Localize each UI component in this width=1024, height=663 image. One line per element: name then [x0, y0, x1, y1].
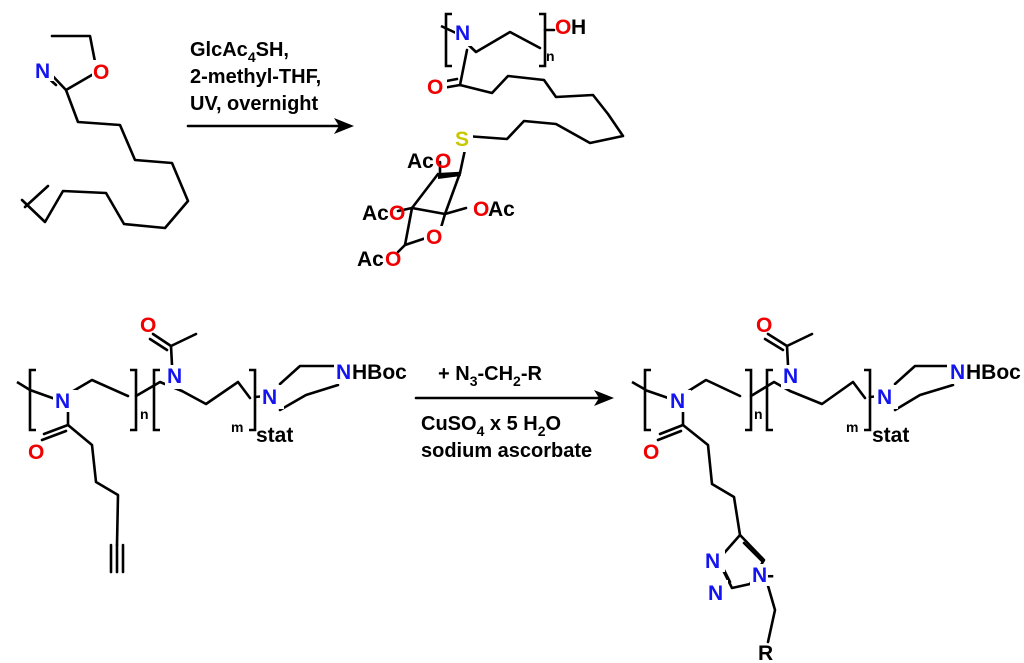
repeat-n-label: n	[754, 406, 763, 422]
azide-reagent-label: + N3-CH2-R	[438, 363, 542, 389]
ring-oxygen-label: O	[93, 61, 109, 84]
acetyl-oxygen-label: O	[756, 314, 772, 337]
repeat-n-label: n	[546, 48, 555, 64]
conditions-label: UV, overnight	[190, 93, 319, 115]
glycopolymer-product: N n O H O S Ac O Ac O O O Ac Ac O	[357, 12, 625, 271]
piperazine-n-label: N	[877, 386, 892, 409]
backbone-n-label-1: N	[55, 390, 70, 413]
acetoxy-oxygen-4: O	[385, 248, 401, 271]
ring-oxygen-label: O	[426, 226, 442, 249]
nhboc-label: HBoc	[966, 361, 1021, 384]
ring-nitrogen-label: N	[35, 60, 50, 83]
copper-sulfate-label: CuSO4 x 5 H2O	[421, 413, 561, 439]
stat-label: stat	[256, 424, 293, 447]
nhboc-label: HBoc	[352, 361, 407, 384]
nhboc-n-label: N	[950, 361, 965, 384]
piperazine-n-label: N	[262, 386, 277, 409]
repeat-m-label: m	[231, 419, 243, 435]
polymer-nitrogen-label: N	[455, 22, 470, 45]
acetoxy-oxygen-3: O	[473, 198, 489, 221]
oxazoline-starting-material: O N	[20, 34, 190, 230]
stat-label: stat	[872, 424, 909, 447]
reductant-label: sodium ascorbate	[421, 440, 592, 462]
triazole-n-label-3: N-	[752, 564, 774, 587]
amide-oxygen-label: O	[643, 441, 659, 464]
acetoxy-oxygen-2: O	[389, 202, 405, 225]
reaction-arrow-2	[414, 390, 614, 406]
repeat-n-label: n	[140, 406, 149, 422]
backbone-n-label-1: N	[670, 390, 685, 413]
backbone-n-label-2: N	[783, 365, 798, 388]
hydroxyl-h-label: H	[571, 16, 586, 39]
triazole-copolymer-product: N n O N m stat N N HBoc O N N N- R	[631, 314, 1021, 663]
triazole-n-label-2: N	[708, 582, 723, 605]
carbonyl-oxygen-label: O	[427, 76, 443, 99]
acetyl-oxygen-label: O	[140, 314, 156, 337]
acetyl-label-4: Ac	[357, 248, 384, 271]
reagent-thioglucose: GlcAc4SH,	[190, 39, 289, 65]
acetyl-label-2: Ac	[362, 202, 389, 225]
alkyne-copolymer: N n O N m stat N N HBoc O	[16, 314, 407, 574]
repeat-m-label: m	[846, 419, 858, 435]
hydroxyl-oxygen-label: O	[555, 16, 571, 39]
acetyl-label-3: Ac	[488, 198, 515, 221]
acetyl-label-1: Ac	[407, 150, 434, 173]
r-group-label: R	[758, 642, 773, 663]
acetoxy-oxygen-1: O	[435, 150, 451, 173]
triazole-n-label-1: N	[705, 550, 720, 573]
solvent-label: 2-methyl-THF,	[190, 66, 321, 88]
nhboc-n-label: N	[336, 361, 351, 384]
amide-oxygen-label: O	[28, 441, 44, 464]
thioether-sulfur-label: S	[455, 128, 469, 151]
reaction-arrow-1	[186, 118, 354, 134]
backbone-n-label-2: N	[167, 365, 182, 388]
